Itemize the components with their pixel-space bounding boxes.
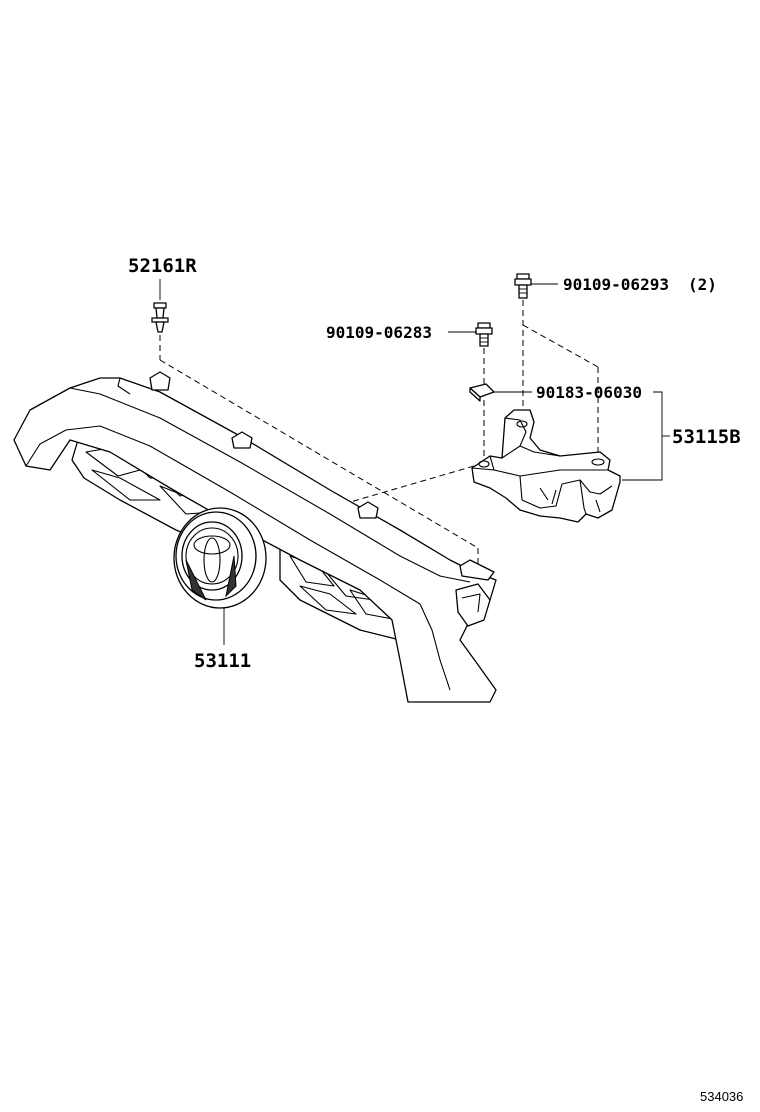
label-90109-06283[interactable]: 90109-06283 xyxy=(326,323,432,342)
illustration-code: 534036 xyxy=(700,1089,743,1104)
grille-53111-drawing[interactable] xyxy=(13,371,497,703)
label-52161R[interactable]: 52161R xyxy=(128,255,197,277)
assembly-dashed-lines xyxy=(159,300,599,570)
label-90109-06293[interactable]: 90109-06293 xyxy=(563,275,669,294)
label-53111[interactable]: 53111 xyxy=(194,650,251,672)
label-90183-06030[interactable]: 90183-06030 xyxy=(536,383,642,402)
label-53115B[interactable]: 53115B xyxy=(672,426,741,448)
bracket-53115B-drawing[interactable] xyxy=(471,409,621,523)
bolt-90109-06293-icon[interactable] xyxy=(514,273,532,299)
bolt-90109-06283-icon[interactable] xyxy=(475,322,493,347)
nut-90183-06030-icon[interactable] xyxy=(469,383,495,402)
label-90109-06293-qty: (2) xyxy=(688,275,717,294)
leader-lines xyxy=(159,279,670,645)
clip-52161R-icon[interactable] xyxy=(151,302,169,333)
